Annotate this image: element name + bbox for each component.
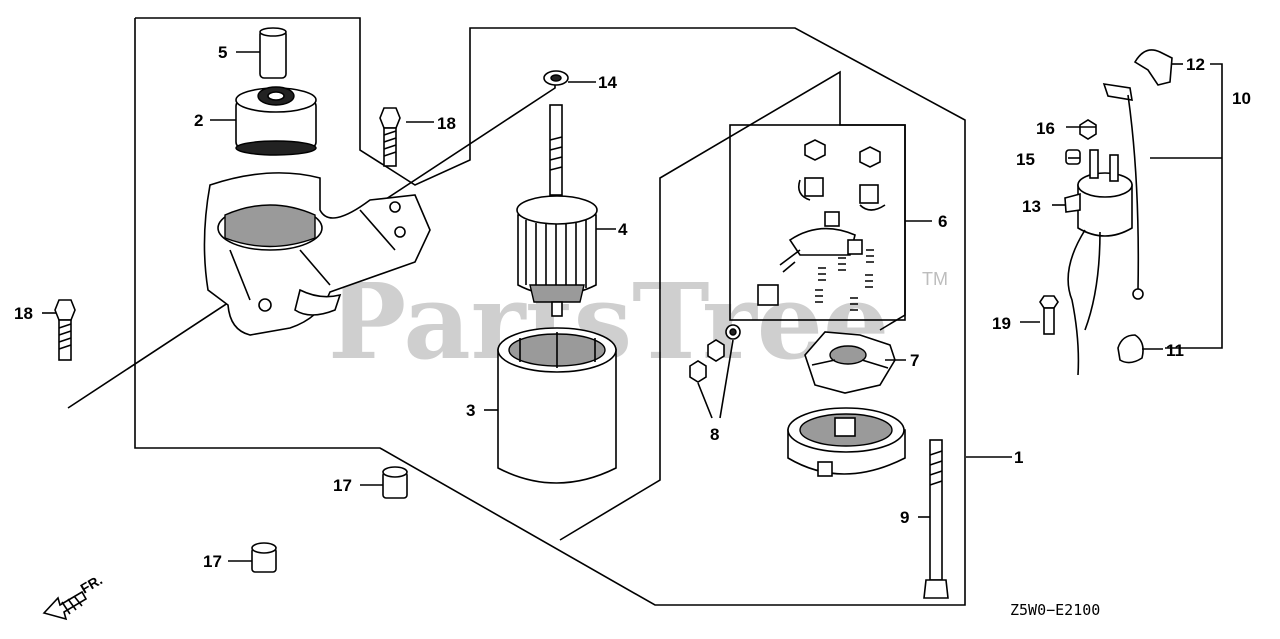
callout-18-upper: 18 [437, 114, 456, 133]
group-outline-drive [134, 17, 966, 606]
terminal-cap-part[interactable] [1133, 49, 1173, 86]
leader-lines [42, 51, 1183, 562]
callout-4: 4 [618, 220, 628, 239]
solenoid-part[interactable] [1064, 149, 1133, 237]
pinion-shaft-part[interactable] [259, 27, 287, 79]
yoke-part[interactable] [497, 327, 617, 484]
armature-part[interactable] [516, 104, 598, 317]
callout-2: 2 [194, 111, 203, 130]
collar-part-lower[interactable] [251, 542, 277, 573]
front-direction-arrow-icon [42, 590, 88, 621]
brush-holder-part[interactable] [757, 139, 886, 311]
nut-set-part[interactable] [689, 324, 741, 383]
solenoid-cable-part[interactable] [1102, 83, 1144, 300]
washer-part-15[interactable] [1065, 149, 1081, 165]
collar-part-upper[interactable] [382, 466, 408, 499]
callout-16: 16 [1036, 119, 1055, 138]
callout-12: 12 [1186, 55, 1205, 74]
callout-1: 1 [1014, 448, 1023, 467]
callout-17-lower: 17 [203, 552, 222, 571]
callout-3: 3 [466, 401, 475, 420]
bolt-part-upper[interactable] [379, 107, 401, 167]
nut-part-16[interactable] [1079, 119, 1097, 140]
bolt-part-left[interactable] [54, 299, 76, 361]
callout-7: 7 [910, 351, 919, 370]
diagram-code: Z5W0−E2100 [1010, 601, 1100, 619]
washer-part[interactable] [543, 70, 569, 86]
drive-housing-part[interactable] [203, 172, 431, 336]
callout-6: 6 [938, 212, 947, 231]
through-bolt-part[interactable] [923, 439, 949, 599]
bolt-part-19[interactable] [1039, 295, 1059, 335]
brush-holder-box [729, 124, 906, 321]
terminal-boot-part[interactable] [1117, 334, 1144, 364]
callout-14: 14 [598, 73, 617, 92]
callout-11: 11 [1166, 341, 1184, 360]
group-outline-solenoid [1165, 63, 1223, 349]
callout-8: 8 [710, 425, 719, 444]
watermark-trademark: TM [922, 269, 948, 289]
solenoid-lead-part[interactable] [1067, 229, 1101, 376]
callout-18-left: 18 [14, 304, 33, 323]
brush-plate-part[interactable] [804, 331, 896, 394]
rear-cover-part[interactable] [787, 407, 906, 477]
pinion-gear-part[interactable] [235, 86, 317, 156]
callout-19: 19 [992, 314, 1011, 333]
callout-13: 13 [1022, 197, 1041, 216]
callout-15: 15 [1016, 150, 1035, 169]
callout-5: 5 [218, 43, 227, 62]
callout-9: 9 [900, 508, 909, 527]
callout-10: 10 [1232, 89, 1251, 108]
callout-17-upper: 17 [333, 476, 352, 495]
